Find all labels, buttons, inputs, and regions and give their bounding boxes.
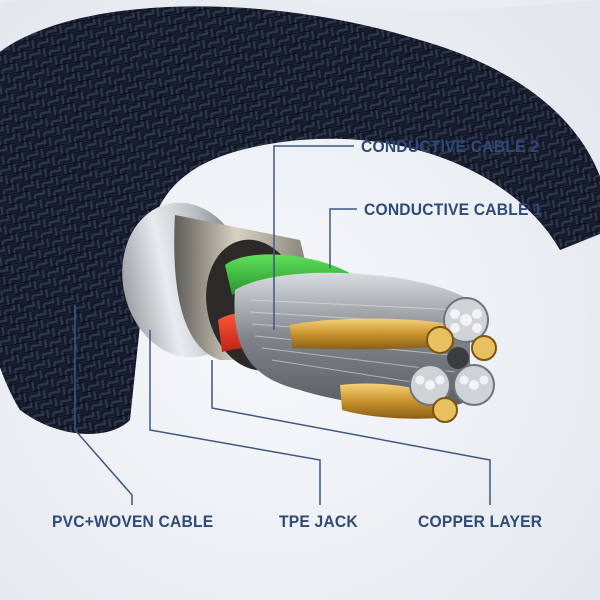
- leader-lines: [74, 145, 491, 505]
- leader-line-cc2: [273, 145, 354, 330]
- leader-line-cc1: [329, 208, 357, 268]
- leader-line-copper: [211, 360, 491, 505]
- label-pvc-woven-cable: PVC+WOVEN CABLE: [52, 512, 214, 531]
- label-tpe-jack: TPE JACK: [279, 512, 358, 531]
- braid-shading: [0, 6, 600, 434]
- copper-conductor-upper: [290, 318, 455, 350]
- braided-cable-jacket: [0, 6, 600, 434]
- leader-line-tpe: [149, 330, 321, 505]
- label-conductive-cable-1: CONDUCTIVE CABLE 1: [364, 200, 542, 219]
- label-copper-layer: COPPER LAYER: [418, 512, 543, 531]
- conductor-end-faces: [409, 297, 497, 423]
- braided-cable-body: [0, 0, 600, 12]
- leader-line-pvc: [74, 305, 133, 505]
- label-conductive-cable-2: CONDUCTIVE CABLE 2: [361, 137, 539, 156]
